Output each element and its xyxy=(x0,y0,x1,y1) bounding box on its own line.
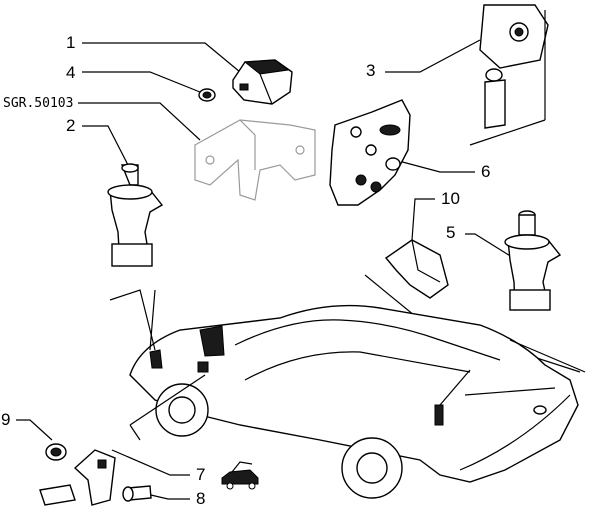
callout-10: 10 xyxy=(441,189,460,208)
part-2-lock xyxy=(107,163,164,267)
callout-8: 8 xyxy=(196,489,205,508)
part-3-key-fob xyxy=(469,4,549,146)
car-outline xyxy=(129,304,579,499)
leader-lines xyxy=(16,39,521,500)
part-4-nut xyxy=(198,88,216,102)
bracket-ghost xyxy=(194,119,316,201)
callout-3: 3 xyxy=(366,61,375,80)
part-8-bolt xyxy=(122,485,152,502)
callout-4: 4 xyxy=(66,63,75,82)
pointer-lines xyxy=(109,289,586,441)
part-5-lock xyxy=(504,210,562,311)
reference-code: SGR.50103 xyxy=(3,96,73,111)
part-6-lock-plate xyxy=(329,99,411,206)
callout-5: 5 xyxy=(446,223,455,242)
part-10-clip xyxy=(364,239,581,373)
part-9-grommet xyxy=(45,443,67,461)
callout-2: 2 xyxy=(66,116,75,135)
part-1-cover xyxy=(232,59,293,105)
callout-7: 7 xyxy=(196,465,205,484)
callout-9: 9 xyxy=(1,410,10,429)
callout-6: 6 xyxy=(481,162,490,181)
car-hood-open-icon xyxy=(221,461,259,490)
part-7-release xyxy=(39,449,116,506)
callout-1: 1 xyxy=(66,33,75,52)
